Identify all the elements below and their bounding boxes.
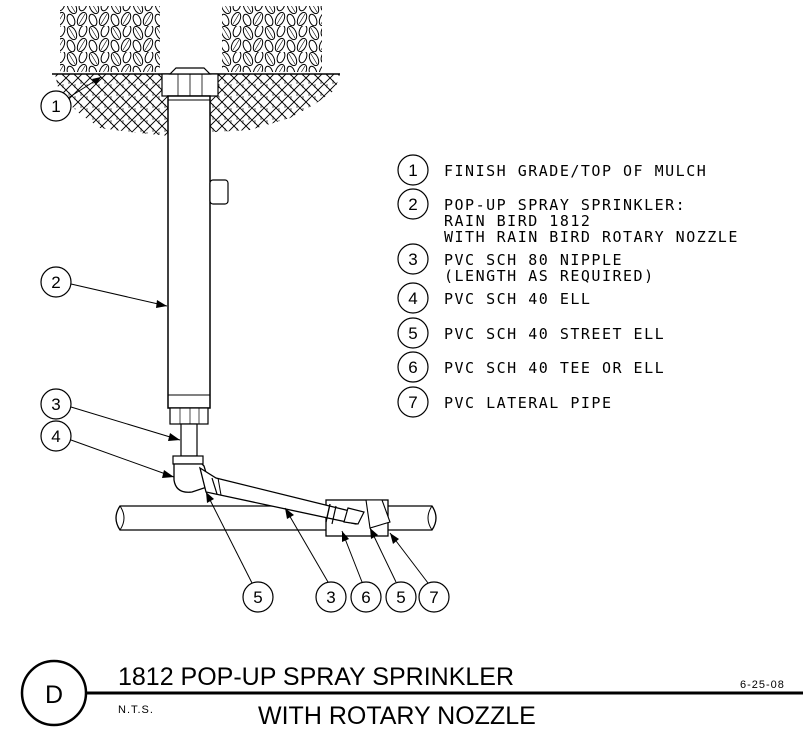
scale-note: N.T.S. (118, 704, 154, 716)
callout-2: 2 (40, 266, 168, 308)
legend-number: 4 (408, 289, 417, 308)
title-block: D 1812 POP-UP SPRAY SPRINKLER WITH ROTAR… (20, 659, 803, 730)
vegetation-left (60, 6, 160, 72)
title-line-2: WITH ROTARY NOZZLE (258, 702, 536, 730)
svg-text:1: 1 (51, 97, 60, 116)
svg-text:3: 3 (326, 588, 335, 607)
legend-text: PVC SCH 40 STREET ELL (444, 325, 665, 343)
legend-number: 1 (408, 161, 417, 180)
svg-text:7: 7 (429, 588, 438, 607)
title-line-1: 1812 POP-UP SPRAY SPRINKLER (118, 663, 514, 691)
legend-text: (LENGTH AS REQUIRED) (444, 267, 655, 285)
legend-text: PVC SCH 40 ELL (444, 290, 591, 308)
legend-number-circle (397, 317, 429, 349)
svg-text:5: 5 (253, 588, 262, 607)
sprinkler-head (161, 67, 219, 97)
detail-tag: D (45, 681, 63, 709)
legend-number-circle (397, 282, 429, 314)
legend-number-circle (397, 243, 429, 275)
legend-text: PVC SCH 40 TEE OR ELL (444, 359, 665, 377)
legend-item-4: 4 PVC SCH 40 ELL (397, 282, 591, 314)
svg-text:2: 2 (51, 273, 60, 292)
legend-item-6: 6 PVC SCH 40 TEE OR ELL (397, 351, 665, 383)
legend-text: RAIN BIRD 1812 (444, 212, 591, 230)
callout-3: 3 (40, 388, 181, 441)
legend-number-circle (397, 351, 429, 383)
svg-text:4: 4 (51, 427, 60, 446)
sprinkler-body (167, 95, 229, 425)
date-note: 6-25-08 (740, 679, 785, 691)
legend-text: PVC SCH 80 NIPPLE (444, 251, 623, 269)
svg-text:6: 6 (361, 588, 370, 607)
legend-item-7: 7 PVC LATERAL PIPE (397, 386, 613, 418)
vegetation-right (222, 6, 322, 72)
legend-text: WITH RAIN BIRD ROTARY NOZZLE (444, 228, 739, 246)
nipple-pipe (180, 423, 198, 457)
angled-pipe (198, 466, 365, 525)
legend-number: 3 (408, 250, 417, 269)
legend-number-circle (397, 188, 429, 220)
callout-7: 7 (389, 532, 450, 613)
svg-text:3: 3 (51, 395, 60, 414)
legend-number-circle (397, 386, 429, 418)
legend-number: 7 (408, 393, 417, 412)
callout-5b: 5 (369, 527, 417, 613)
svg-text:5: 5 (396, 588, 405, 607)
callout-1: 1 (40, 76, 102, 122)
callout-6: 6 (341, 530, 382, 613)
callout-5a: 5 (205, 491, 274, 613)
legend-text: FINISH GRADE/TOP OF MULCH (444, 162, 707, 180)
callout-3b: 3 (284, 507, 347, 613)
legend-number: 2 (408, 195, 417, 214)
lateral-pipe (115, 505, 437, 531)
legend-text: POP-UP SPRAY SPRINKLER: (444, 196, 686, 214)
legend-number: 6 (408, 358, 417, 377)
callout-4: 4 (40, 420, 175, 478)
legend-item-3: 3 PVC SCH 80 NIPPLE (LENGTH AS REQUIRED) (397, 243, 655, 285)
legend-number-circle (397, 154, 429, 186)
legend-item-5: 5 PVC SCH 40 STREET ELL (397, 317, 665, 349)
legend-text: PVC LATERAL PIPE (444, 394, 613, 412)
legend-item-1: 1 FINISH GRADE/TOP OF MULCH (397, 154, 707, 186)
side-inlet-plug (209, 179, 229, 205)
bottom-inlet (169, 407, 209, 425)
legend: 1 FINISH GRADE/TOP OF MULCH 2 POP-UP SPRAY … (397, 154, 739, 418)
legend-number: 5 (408, 324, 417, 343)
